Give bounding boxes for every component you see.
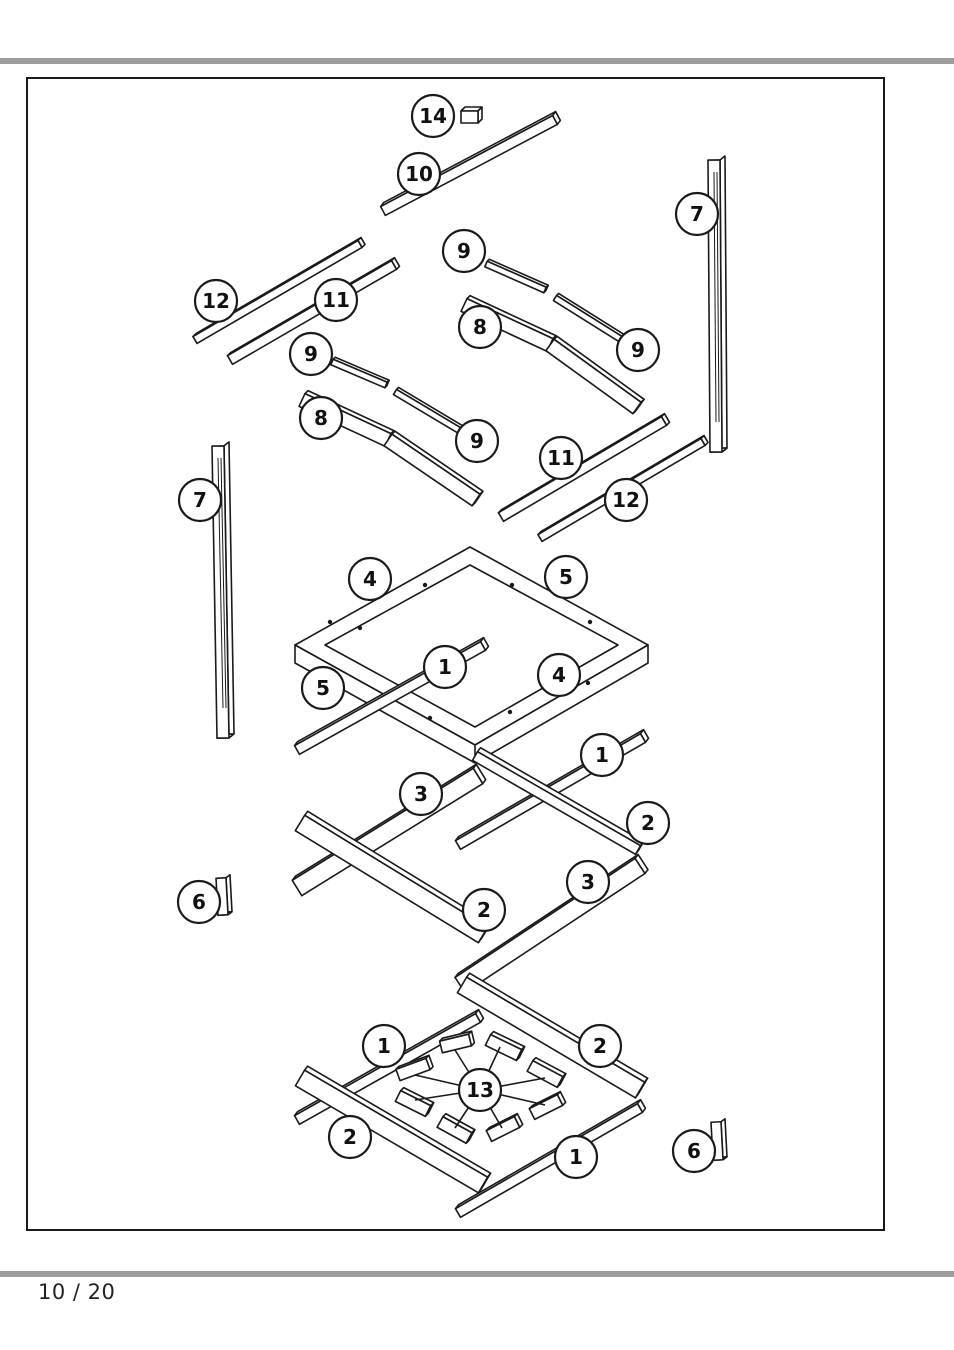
part-9-brace-top-center	[483, 258, 550, 294]
frame-hole-4	[587, 619, 593, 625]
part-8-support-top-b	[545, 335, 645, 415]
callout-2-lower-right: 2	[577, 1023, 623, 1069]
callout-label: 1	[569, 1145, 583, 1169]
callout-label: 11	[547, 446, 575, 470]
frame-hole-3	[509, 582, 515, 588]
part-13-block-3	[395, 1054, 434, 1082]
callout-11-top: 11	[313, 277, 359, 323]
callout-1-upper: 1	[422, 644, 468, 690]
callout-14: 14	[410, 93, 456, 139]
callout-10: 10	[396, 151, 442, 197]
callout-2-lower-left: 2	[327, 1114, 373, 1160]
part-7-post-right	[707, 155, 728, 453]
frame-hole-1	[357, 625, 363, 631]
callout-6-right: 6	[671, 1128, 717, 1174]
callout-3-lower: 3	[565, 859, 611, 905]
callout-label: 8	[473, 315, 487, 339]
callout-7-right: 7	[674, 191, 720, 237]
callout-label: 1	[377, 1034, 391, 1058]
callout-3-upper: 3	[398, 771, 444, 817]
callout-label: 12	[202, 289, 230, 313]
part-13-block-1	[438, 1030, 476, 1054]
frame-hole-5	[427, 715, 433, 721]
callout-1-bottom: 1	[553, 1134, 599, 1180]
footer-rule	[0, 1271, 954, 1277]
callout-label: 13	[466, 1078, 494, 1102]
callout-label: 2	[641, 811, 655, 835]
callout-9-middle-right: 9	[454, 418, 500, 464]
frame-hole-0	[327, 619, 333, 625]
callout-label: 3	[581, 870, 595, 894]
callout-label: 9	[457, 239, 471, 263]
callout-label: 5	[559, 565, 573, 589]
callout-4-frame-left: 4	[347, 556, 393, 602]
part-13-block-4	[526, 1056, 567, 1089]
part-9-brace-middle-right	[392, 386, 467, 436]
callout-label: 1	[595, 743, 609, 767]
callout-label: 3	[414, 782, 428, 806]
callout-label: 7	[690, 202, 704, 226]
callout-label: 1	[438, 655, 452, 679]
callout-6-left: 6	[176, 879, 222, 925]
callout-11-right: 11	[538, 435, 584, 481]
callout-1-lower: 1	[361, 1023, 407, 1069]
callout-label: 14	[419, 104, 447, 128]
part-1-bar-bottom	[454, 1098, 647, 1219]
callout-12-right: 12	[603, 477, 649, 523]
part-2-bar-upper-right	[471, 746, 645, 856]
part-13-block-6	[528, 1090, 567, 1121]
callout-1-upper-right: 1	[579, 732, 625, 778]
callout-8-top: 8	[457, 304, 503, 350]
callout-label: 2	[593, 1034, 607, 1058]
callout-label: 9	[304, 342, 318, 366]
part-9-brace-top-right	[552, 292, 627, 344]
callout-label: 4	[363, 567, 377, 591]
callout-2-middle: 2	[461, 887, 507, 933]
callout-5-frame-right: 5	[543, 554, 589, 600]
callout-label: 11	[322, 288, 350, 312]
callout-label: 8	[314, 406, 328, 430]
header-rule	[0, 58, 954, 64]
part-14-block	[460, 106, 483, 124]
callout-4-frame-right: 4	[536, 652, 582, 698]
part-9-brace-middle-left	[330, 356, 390, 389]
callout-9-top-center: 9	[441, 228, 487, 274]
callout-9-top-right: 9	[615, 327, 661, 373]
frame-hole-7	[585, 680, 591, 686]
frame-hole-2	[422, 582, 428, 588]
callout-label: 5	[316, 676, 330, 700]
callout-5-frame-left: 5	[300, 665, 346, 711]
callout-label: 6	[687, 1139, 701, 1163]
callout-label: 9	[470, 429, 484, 453]
part-8-support-left-b	[383, 430, 484, 507]
part-13-block-5	[394, 1086, 435, 1118]
part-2-bar-lower-left	[294, 1065, 492, 1194]
part-13-block-7	[436, 1112, 476, 1145]
callout-2-upper-right: 2	[625, 800, 671, 846]
part-13-block-8	[485, 1112, 524, 1143]
callout-12-top: 12	[193, 278, 239, 324]
callout-label: 2	[477, 898, 491, 922]
callout-label: 4	[552, 663, 566, 687]
callout-label: 10	[405, 162, 433, 186]
callout-label: 12	[612, 488, 640, 512]
callout-8-left: 8	[298, 395, 344, 441]
callout-13-blocks: 13	[457, 1067, 503, 1113]
page-number: 10 / 20	[38, 1280, 116, 1304]
frame-hole-6	[507, 709, 513, 715]
callout-label: 2	[343, 1125, 357, 1149]
callout-label: 6	[192, 890, 206, 914]
callout-label: 7	[193, 488, 207, 512]
callout-label: 9	[631, 338, 645, 362]
part-13-block-2	[484, 1030, 526, 1062]
callout-7-left: 7	[177, 477, 223, 523]
callout-9-middle-left: 9	[288, 331, 334, 377]
